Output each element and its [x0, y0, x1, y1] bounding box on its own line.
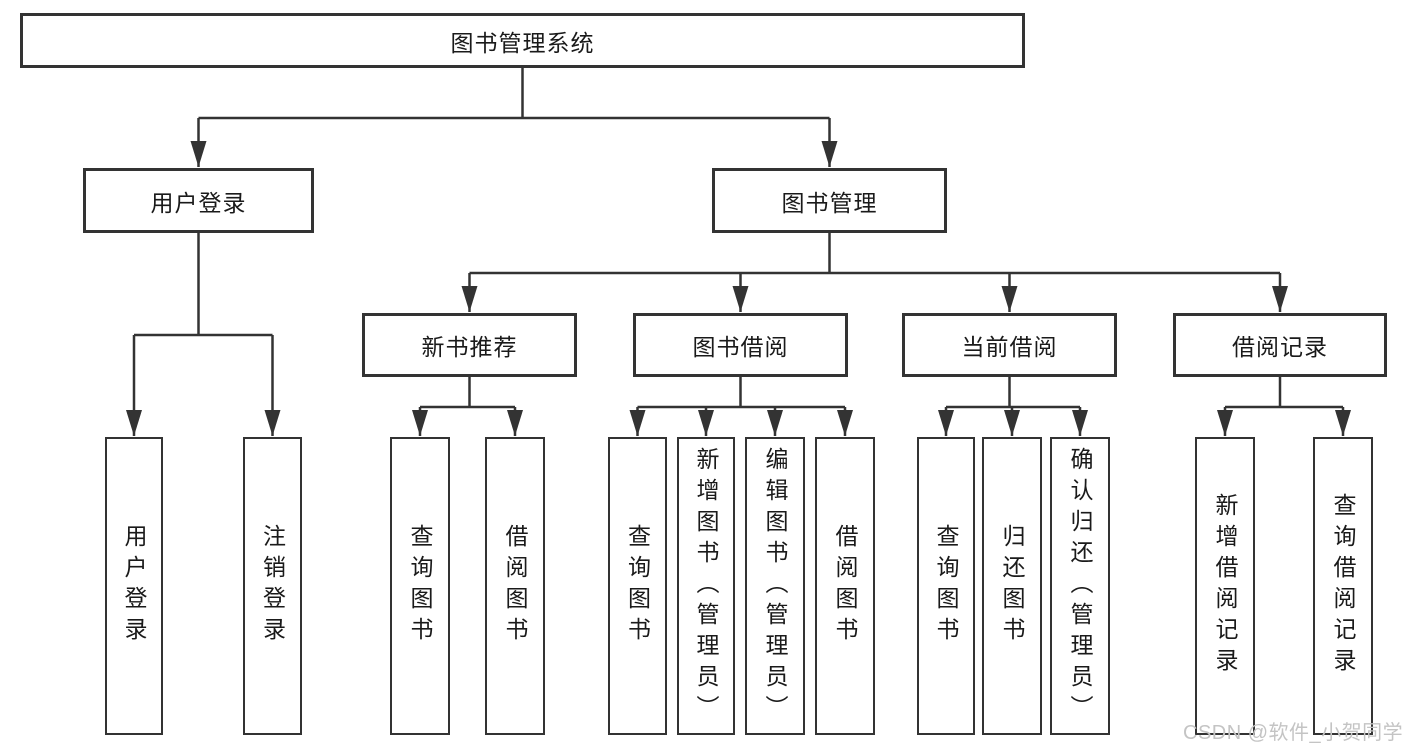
node-new-book-recommend: 新书推荐	[362, 313, 577, 377]
connector-book-mgmt-branch	[469, 233, 1280, 275]
connector-current-borrow-branch	[946, 377, 1080, 409]
leaf-add-book-admin: 新增图书（管理员）	[677, 437, 735, 735]
leaf-add-borrow-record: 新增借阅记录	[1195, 437, 1255, 735]
node-root-system: 图书管理系统	[20, 13, 1025, 68]
leaf-user-login: 用户登录	[105, 437, 163, 735]
connector-borrow-record-branch	[1225, 377, 1343, 409]
leaf-borrow-query-books: 查询图书	[608, 437, 667, 735]
connector-user-login-branch	[134, 233, 273, 337]
leaf-borrow-books: 借阅图书	[815, 437, 875, 735]
connector-book-borrow-branch	[637, 377, 845, 409]
connector-root-branch	[198, 68, 830, 120]
node-book-management: 图书管理	[712, 168, 947, 233]
leaf-edit-book-admin: 编辑图书（管理员）	[745, 437, 805, 735]
leaf-confirm-return-admin: 确认归还（管理员）	[1050, 437, 1110, 735]
leaf-return-books: 归还图书	[982, 437, 1042, 735]
leaf-query-borrow-record: 查询借阅记录	[1313, 437, 1373, 735]
watermark: CSDN @软件_小贺同学	[1183, 722, 1404, 744]
node-book-borrow: 图书借阅	[633, 313, 848, 377]
leaf-current-query-books: 查询图书	[917, 437, 975, 735]
node-borrow-record: 借阅记录	[1173, 313, 1387, 377]
leaf-new-book-borrow-books: 借阅图书	[485, 437, 545, 735]
leaf-logout: 注销登录	[243, 437, 302, 735]
node-user-login: 用户登录	[83, 168, 314, 233]
leaf-new-book-query-books: 查询图书	[390, 437, 450, 735]
node-current-borrow: 当前借阅	[902, 313, 1117, 377]
connector-new-book-branch	[420, 377, 515, 409]
